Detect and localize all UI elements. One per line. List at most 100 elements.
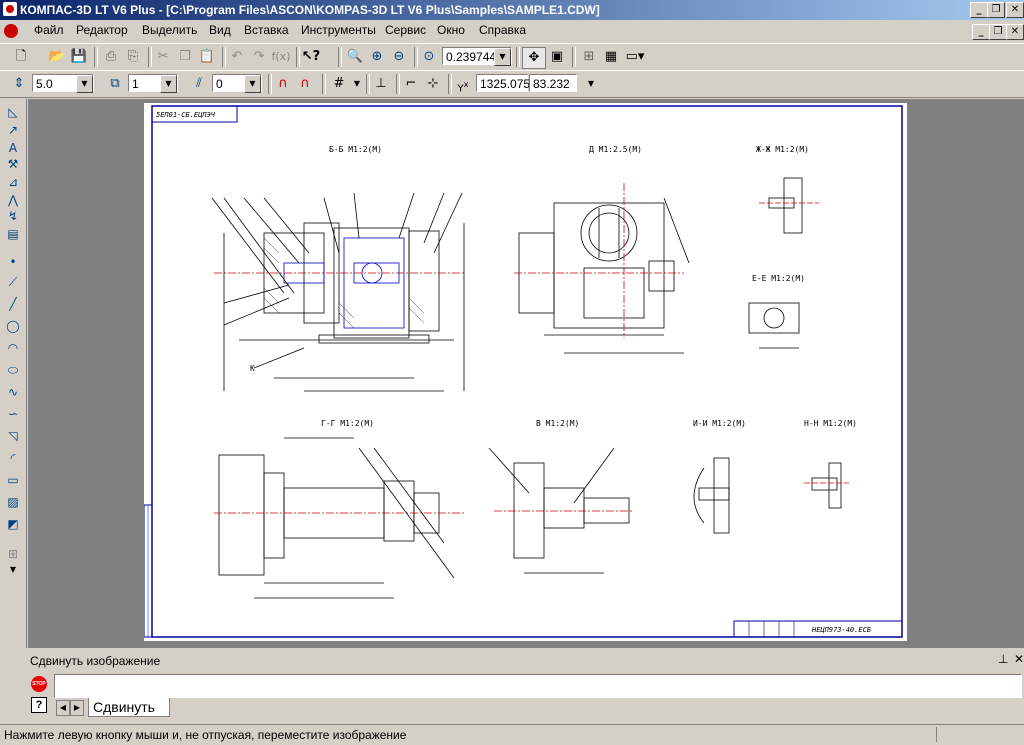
zoom-in-icon[interactable]: ⊕ (371, 49, 383, 64)
help-icon[interactable]: ? (31, 697, 47, 713)
local-cs-icon[interactable]: ⊥ (375, 76, 387, 91)
cursor-pos-icon[interactable]: ⊹ (427, 76, 439, 91)
dimensions-panel-icon[interactable]: ↗ (7, 123, 19, 137)
menu-help[interactable]: Справка (479, 23, 527, 37)
separator (94, 47, 98, 67)
close-icon[interactable]: ✕ (1014, 652, 1024, 666)
section-nn-drawing (804, 462, 849, 509)
hatch-icon[interactable]: ▨ (7, 495, 19, 509)
menu-tools[interactable]: Инструменты (301, 23, 376, 37)
style-icon[interactable]: ⫽ (196, 76, 202, 91)
selection-panel-icon[interactable]: ↯ (7, 209, 19, 223)
chevron-down-icon[interactable]: ▼ (244, 75, 261, 93)
doc-restore-button[interactable]: ❐ (989, 24, 1007, 40)
paste-icon[interactable]: 📋 (198, 49, 216, 64)
open-icon[interactable]: 📂 (48, 49, 66, 64)
menu-insert[interactable]: Вставка (244, 23, 289, 37)
tab-prev-icon[interactable]: ◀ (56, 700, 70, 716)
coordinates-icon: Yx (457, 79, 469, 95)
chevron-down-icon[interactable]: ▼ (587, 79, 595, 88)
doc-close-button[interactable]: ✕ (1006, 24, 1024, 40)
properties-icon[interactable]: ⊞ (583, 49, 595, 64)
zoom-scale-combo[interactable]: 0.239744 ▼ (442, 47, 512, 66)
doc-minimize-button[interactable]: _ (972, 24, 990, 40)
undo-icon[interactable]: ↶ (231, 49, 243, 64)
point-icon[interactable]: • (9, 255, 17, 269)
function-icon[interactable]: f(x) (271, 50, 291, 63)
measure-panel-icon[interactable]: ⋀ (8, 193, 18, 207)
step-combo[interactable]: 5.0 ▼ (32, 74, 94, 93)
rectangle-icon[interactable]: ▭ (7, 473, 19, 487)
coord-x-field[interactable]: 1325.075 (476, 74, 530, 92)
style-combo[interactable]: 0 ▼ (212, 74, 262, 93)
menu-edit[interactable]: Редактор (76, 23, 128, 37)
section-label: И-И М1:2(М) (693, 419, 746, 428)
chevron-down-icon[interactable]: ▼ (9, 565, 17, 574)
arc-icon[interactable]: ◠ (7, 341, 19, 355)
help-pointer-icon[interactable]: ↖? (301, 49, 321, 64)
view-manager-icon[interactable]: ▭▾ (625, 49, 645, 64)
show-all-icon[interactable]: ▣ (550, 49, 564, 64)
menu-view[interactable]: Вид (209, 23, 231, 37)
minimize-button[interactable]: _ (970, 2, 988, 18)
zoom-scale-icon[interactable]: ⊙ (423, 49, 435, 64)
maximize-button[interactable]: ❐ (987, 2, 1005, 18)
section-label: В М1:2(М) (536, 419, 579, 428)
layer-icon[interactable]: ⧉ (110, 76, 120, 91)
zoom-value: 0.239744 (446, 50, 497, 64)
zoom-window-icon[interactable]: 🔍 (346, 49, 364, 64)
document-icon[interactable] (4, 24, 18, 38)
fillet-icon[interactable]: ◜ (10, 451, 16, 465)
expand-icon[interactable]: ⊞ (7, 547, 19, 561)
ortho-icon[interactable]: ⌐ (405, 76, 417, 91)
preview-icon[interactable]: ⎘ (127, 49, 139, 64)
section-label: Д М1:2.5(М) (589, 145, 642, 154)
chevron-down-icon[interactable]: ▼ (494, 48, 511, 66)
grid-icon[interactable]: # (333, 76, 345, 91)
chevron-down-icon[interactable]: ▼ (160, 75, 177, 93)
cut-icon[interactable]: ✂ (157, 49, 169, 64)
aux-line-icon[interactable]: ⟋ (8, 275, 18, 289)
annotation-panel-icon[interactable]: A (8, 141, 18, 155)
coord-y-field[interactable]: 83.232 (529, 74, 577, 92)
new-icon[interactable]: 🗋 (15, 49, 27, 64)
stop-icon[interactable]: STOP (31, 676, 47, 692)
copy-icon[interactable]: ❐ (179, 49, 191, 64)
panel-parameters-area[interactable] (54, 674, 1022, 698)
chevron-down-icon[interactable]: ▼ (76, 75, 93, 93)
chamfer-icon[interactable]: ◹ (8, 429, 18, 443)
snap-icon[interactable]: ∩ (278, 76, 288, 91)
zoom-out-icon[interactable]: ⊖ (393, 49, 405, 64)
redo-icon[interactable]: ↷ (253, 49, 265, 64)
tab-move[interactable]: Сдвинуть (88, 698, 170, 717)
menu-service[interactable]: Сервис (385, 23, 427, 37)
polyline-icon[interactable]: ∿ (7, 385, 19, 399)
ellipse-icon[interactable]: ⬭ (7, 363, 19, 377)
tab-next-icon[interactable]: ▶ (70, 700, 84, 716)
spline-icon[interactable]: ∽ (7, 407, 19, 421)
regenerate-icon[interactable]: ▦ (604, 49, 618, 64)
drawing-sheet[interactable]: 5ЕП01-СБ.ЕЦПЭЧ НЕЦП973-40.ЕСБ Б-Б М1:2(М… (143, 103, 907, 641)
menu-file[interactable]: Файл (34, 23, 64, 37)
segment-icon[interactable]: ╱ (9, 297, 17, 311)
pin-icon[interactable]: ⊥ (998, 652, 1009, 666)
status-bar: Нажмите левую кнопку мыши и, не отпуская… (0, 724, 1024, 745)
drawing-canvas[interactable]: 5ЕП01-СБ.ЕЦПЭЧ НЕЦП973-40.ЕСБ Б-Б М1:2(М… (28, 99, 1024, 648)
geometry-panel-icon[interactable]: ◺ (8, 105, 18, 119)
edit-panel-icon[interactable]: ⚒ (7, 157, 19, 171)
drawing-svg: 5ЕП01-СБ.ЕЦПЭЧ НЕЦП973-40.ЕСБ Б-Б М1:2(М… (143, 105, 903, 638)
pan-icon[interactable]: ✥ (522, 47, 546, 69)
step-icon[interactable]: ⇕ (13, 76, 25, 91)
chevron-down-icon[interactable]: ▼ (353, 79, 361, 88)
save-icon[interactable]: 💾 (70, 49, 88, 64)
spec-panel-icon[interactable]: ▤ (7, 227, 19, 241)
menu-select[interactable]: Выделить (142, 23, 198, 37)
print-icon[interactable]: ⎙ (105, 49, 117, 64)
layer-combo[interactable]: 1 ▼ (128, 74, 178, 93)
close-button[interactable]: ✕ (1006, 2, 1024, 18)
fill-icon[interactable]: ◩ (7, 517, 19, 531)
menu-window[interactable]: Окно (437, 23, 465, 37)
circle-icon[interactable]: ◯ (6, 319, 20, 333)
local-snap-icon[interactable]: ∩ (300, 76, 310, 91)
parametrization-panel-icon[interactable]: ⊿ (7, 175, 19, 189)
